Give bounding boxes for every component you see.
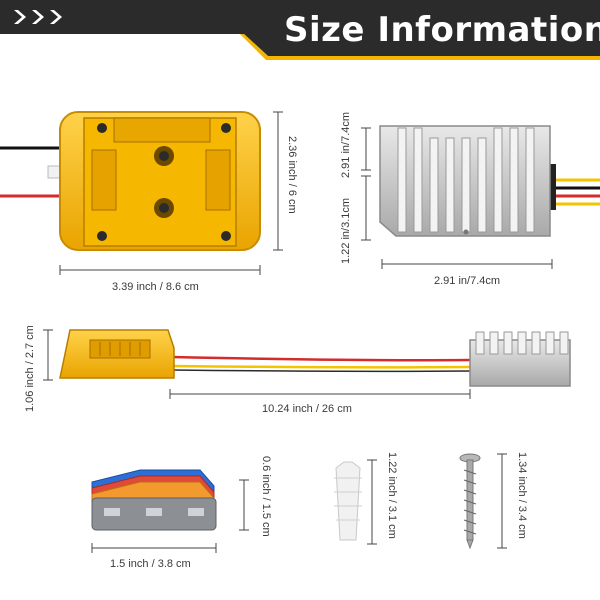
- screw: [459, 453, 481, 550]
- adapter-height-label: 2.36 inch / 6 cm: [286, 136, 298, 214]
- converter-dimension-lines: [361, 127, 553, 269]
- adapter-width-label: 3.39 inch / 8.6 cm: [112, 281, 199, 293]
- assembly-length-label: 10.24 inch / 26 cm: [262, 403, 352, 415]
- assembly-dimension-lines: [43, 329, 471, 399]
- screw-dimension-lines: [497, 453, 507, 549]
- converter-width-label: 2.91 in/7.4cm: [434, 275, 501, 287]
- wall-anchor: [334, 461, 362, 541]
- wire-connector: [91, 469, 217, 531]
- page-title: Size Information: [284, 10, 600, 50]
- connector-height-label: 0.6 inch / 1.5 cm: [260, 456, 272, 537]
- adapter-top-view: [0, 111, 261, 251]
- banner-accent-stripe: [240, 34, 600, 60]
- converter-top-view: [379, 125, 600, 237]
- banner-dark-shape: [0, 0, 600, 56]
- anchor-dimension-lines: [367, 459, 377, 545]
- header-banner: [0, 0, 600, 60]
- assembly-side-view: [59, 329, 571, 387]
- chevron-arrows-icon: [14, 10, 62, 24]
- adapter-dimension-lines: [59, 111, 283, 275]
- connector-dimension-lines: [91, 479, 249, 553]
- connector-width-label: 1.5 inch / 3.8 cm: [110, 558, 191, 570]
- assembly-height-label: 1.06 inch / 2.7 cm: [24, 325, 36, 412]
- screw-length-label: 1.34 inch / 3.4 cm: [516, 452, 528, 539]
- converter-depth-label: 2.91 in/7.4cm: [340, 111, 352, 178]
- converter-height-label: 1.22 in/3.1cm: [340, 197, 352, 264]
- anchor-length-label: 1.22 inch / 3.1 cm: [386, 452, 398, 539]
